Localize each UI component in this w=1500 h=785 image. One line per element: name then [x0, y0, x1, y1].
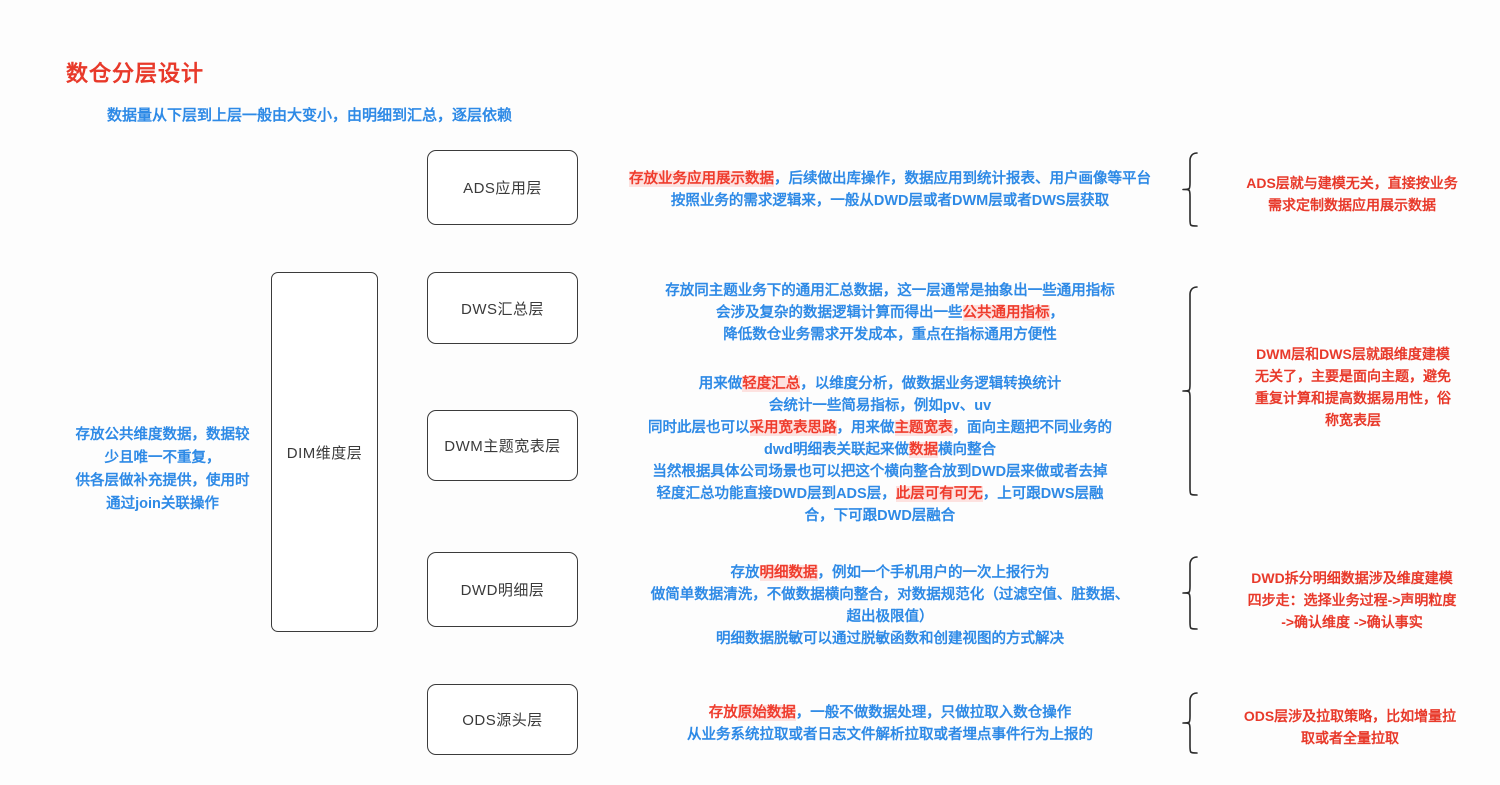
text-line: 降低数仓业务需求开发成本，重点在指标通用方便性 — [600, 324, 1180, 346]
text-line: 需求定制数据应用展示数据 — [1268, 197, 1436, 213]
text-line: 通过join关联操作 — [106, 496, 219, 512]
plain-text: 会统计一些简易指标，例如pv、uv — [768, 398, 992, 414]
text-line: 用来做轻度汇总，以维度分析，做数据业务逻辑转换统计 — [575, 373, 1185, 395]
text-line: 少且唯一不重复， — [104, 450, 221, 466]
description-dwd: 存放明细数据，例如一个手机用户的一次上报行为做简单数据清洗，不做数据横向整合，对… — [600, 562, 1180, 650]
text-line: 当然根据具体公司场景也可以把这个横向整合放到DWD层来做或者去掉 — [575, 461, 1185, 483]
plain-text: ，上可跟DWS层融 — [982, 486, 1104, 502]
text-line: ADS层就与建模无关，直接按业务 — [1246, 175, 1458, 191]
highlighted-text: 主题宽表 — [894, 420, 953, 436]
highlighted-text: 轻度汇总 — [742, 376, 801, 392]
plain-text: 做简单数据清洗，不做数据横向整合，对数据规范化（过滤空值、脏数据、 — [650, 587, 1130, 603]
annotation-ods: ODS层涉及拉取策略，比如增量拉取或者全量拉取 — [1220, 705, 1480, 749]
text-line: 从业务系统拉取或者日志文件解析拉取或者埋点事件行为上报的 — [600, 724, 1180, 746]
red-text: 存放 — [708, 705, 738, 721]
text-line: 供各层做补充提供，使用时 — [75, 473, 250, 489]
layer-box-ads-label: ADS应用层 — [463, 180, 542, 197]
text-line: 存放公共维度数据，数据较 — [75, 427, 250, 443]
layer-box-ads[interactable]: ADS应用层 — [427, 150, 578, 225]
text-line: ODS层涉及拉取策略，比如增量拉 — [1243, 708, 1457, 724]
text-line: 同时此层也可以采用宽表思路，用来做主题宽表，面向主题把不同业务的 — [575, 417, 1185, 439]
description-dws: 存放同主题业务下的通用汇总数据，这一层通常是抽象出一些通用指标会涉及复杂的数据逻… — [600, 280, 1180, 346]
page-title: 数仓分层设计 — [66, 61, 205, 86]
curly-brace-icon-dwd — [1182, 556, 1198, 635]
layer-box-dim[interactable]: DIM维度层 — [271, 272, 378, 632]
layer-box-dws[interactable]: DWS汇总层 — [427, 272, 578, 344]
plain-text: ，用来做 — [836, 420, 895, 436]
plain-text: 按照业务的需求逻辑来，一般从DWD层或者DWM层或者DWS层获取 — [670, 193, 1110, 209]
plain-text: 合，下可跟DWD层融合 — [804, 508, 956, 524]
plain-text: 用来做 — [698, 376, 743, 392]
plain-text: 会涉及复杂的数据逻辑计算而得出一些 — [716, 305, 963, 321]
description-dwm: 用来做轻度汇总，以维度分析，做数据业务逻辑转换统计会统计一些简易指标，例如pv、… — [575, 373, 1185, 527]
plain-text: ，一般不做数据处理，只做拉取入数仓操作 — [795, 705, 1072, 721]
layer-box-dws-label: DWS汇总层 — [461, 300, 544, 318]
curly-brace-icon-mid — [1182, 286, 1198, 501]
text-line: 做简单数据清洗，不做数据横向整合，对数据规范化（过滤空值、脏数据、 — [600, 584, 1180, 606]
curly-brace-icon-ods — [1182, 692, 1198, 759]
plain-text: 明细数据脱敏可以通过脱敏函数和创建视图的方式解决 — [716, 631, 1064, 647]
plain-text: 轻度汇总功能直接DWD层到ADS层， — [656, 486, 896, 502]
annotation-dwd: DWD拆分明细数据涉及维度建模四步走：选择业务过程->声明粒度 ->确认维度 ->… — [1218, 567, 1486, 633]
description-dim: 存放公共维度数据，数据较少且唯一不重复， 供各层做补充提供，使用时通过join关联… — [60, 424, 265, 516]
highlighted-text: 存放业务应用展示数据 — [629, 171, 774, 187]
highlighted-text: 原始数据 — [737, 705, 796, 721]
plain-text: 当然根据具体公司场景也可以把这个横向整合放到DWD层来做或者去掉 — [652, 464, 1108, 480]
text-line: DWD拆分明细数据涉及维度建模 — [1251, 570, 1453, 586]
highlighted-text: 此层可有可无 — [895, 486, 983, 502]
plain-text: ， — [1049, 305, 1065, 321]
text-line: 取或者全量拉取 — [1301, 730, 1399, 746]
text-line: 超出极限值） — [600, 606, 1180, 628]
annotation-ads: ADS层就与建模无关，直接按业务需求定制数据应用展示数据 — [1218, 172, 1486, 216]
text-line: 轻度汇总功能直接DWD层到ADS层，此层可有可无，上可跟DWS层融 — [575, 483, 1185, 505]
text-line: ->确认维度 ->确认事实 — [1281, 614, 1423, 630]
text-line: 称宽表层 — [1325, 412, 1381, 428]
plain-text: ，例如一个手机用户的一次上报行为 — [817, 565, 1050, 581]
text-line: 四步走：选择业务过程->声明粒度 — [1247, 592, 1457, 608]
text-line: 合，下可跟DWD层融合 — [575, 505, 1185, 527]
description-ods: 存放原始数据，一般不做数据处理，只做拉取入数仓操作从业务系统拉取或者日志文件解析… — [600, 702, 1180, 746]
plain-text: 同时此层也可以 — [648, 420, 750, 436]
layer-box-ods-label: ODS源头层 — [462, 712, 543, 729]
plain-text: 超出极限值） — [846, 609, 934, 625]
layer-box-ods[interactable]: ODS源头层 — [427, 684, 578, 755]
text-line: 存放同主题业务下的通用汇总数据，这一层通常是抽象出一些通用指标 — [600, 280, 1180, 302]
text-line: DWM层和DWS层就跟维度建模 — [1256, 346, 1450, 362]
plain-text: 降低数仓业务需求开发成本，重点在指标通用方便性 — [723, 327, 1057, 343]
highlighted-text: 公共通用指标 — [962, 305, 1050, 321]
plain-text: 存放同主题业务下的通用汇总数据，这一层通常是抽象出一些通用指标 — [665, 283, 1115, 299]
layer-box-dim-label: DIM维度层 — [286, 444, 363, 462]
text-line: 存放原始数据，一般不做数据处理，只做拉取入数仓操作 — [600, 702, 1180, 724]
highlighted-text: 采用宽表思路 — [749, 420, 837, 436]
text-line: 存放业务应用展示数据，后续做出库操作，数据应用到统计报表、用户画像等平台 — [600, 168, 1180, 190]
text-line: 存放明细数据，例如一个手机用户的一次上报行为 — [600, 562, 1180, 584]
layer-box-dwd[interactable]: DWD明细层 — [427, 552, 578, 627]
curly-brace-icon-ads — [1182, 152, 1198, 232]
text-line: 重复计算和提高数据易用性，俗 — [1255, 390, 1451, 406]
text-line: 会统计一些简易指标，例如pv、uv — [575, 395, 1185, 417]
plain-text: ，面向主题把不同业务的 — [952, 420, 1113, 436]
plain-text: ，后续做出库操作，数据应用到统计报表、用户画像等平台 — [774, 171, 1151, 187]
layer-box-dwm-label: DWM主题宽表层 — [444, 438, 561, 455]
text-line: 明细数据脱敏可以通过脱敏函数和创建视图的方式解决 — [600, 628, 1180, 650]
description-ads: 存放业务应用展示数据，后续做出库操作，数据应用到统计报表、用户画像等平台按照业务… — [600, 168, 1180, 212]
layer-box-dwd-label: DWD明细层 — [460, 582, 545, 599]
plain-text: 横向整合 — [938, 442, 996, 458]
plain-text: ，以维度分析，做数据业务逻辑转换统计 — [800, 376, 1062, 392]
text-line: 无关了，主要是面向主题，避免 — [1255, 368, 1451, 384]
plain-text: dwd明细表关联起来做 — [764, 442, 909, 458]
plain-text: 从业务系统拉取或者日志文件解析拉取或者埋点事件行为上报的 — [687, 727, 1093, 743]
highlighted-text: 明细数据 — [759, 565, 818, 581]
highlighted-text: 数据 — [909, 442, 938, 458]
page-subtitle: 数据量从下层到上层一般由大变小，由明细到汇总，逐层依赖 — [107, 107, 513, 124]
text-line: 会涉及复杂的数据逻辑计算而得出一些公共通用指标， — [600, 302, 1180, 324]
text-line: 按照业务的需求逻辑来，一般从DWD层或者DWM层或者DWS层获取 — [600, 190, 1180, 212]
text-line: dwd明细表关联起来做数据横向整合 — [575, 439, 1185, 461]
plain-text: 存放 — [730, 565, 760, 581]
annotation-dwm-dws: DWM层和DWS层就跟维度建模无关了，主要是面向主题，避免重复计算和提高数据易用… — [1222, 343, 1484, 431]
layer-box-dwm[interactable]: DWM主题宽表层 — [427, 410, 578, 481]
